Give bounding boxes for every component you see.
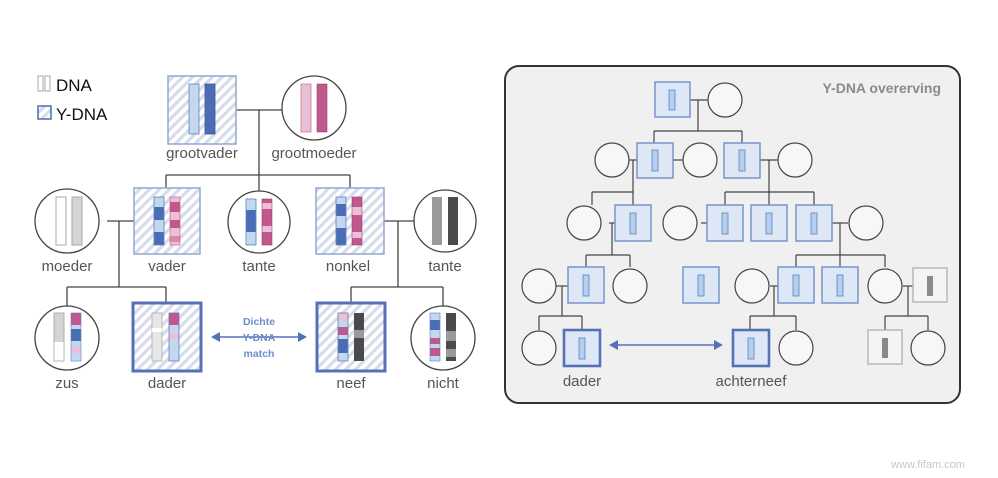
panel-gen4-female-c (910, 330, 946, 366)
sister-node (34, 305, 100, 371)
panel-root-female (707, 82, 743, 118)
panel-root-male (654, 81, 691, 118)
dna-legend-icon (37, 75, 51, 92)
panel-gen2-male-c (750, 204, 788, 242)
perpetrator-label: dader (148, 375, 186, 392)
cousin-male-node (315, 301, 387, 373)
panel-gen2-female-c (848, 205, 884, 241)
grandfather-label: grootvader (166, 145, 238, 162)
panel-perpetrator-node (562, 328, 602, 368)
panel-gen3-male-unrelated (912, 267, 948, 303)
panel-gen2-male-a (614, 204, 652, 242)
ydna-legend-label: Y-DNA (56, 105, 108, 124)
panel-title: Y-DNA overerving (822, 80, 941, 96)
panel-gen1-female-a (594, 142, 630, 178)
father-node (133, 187, 201, 255)
panel-great-nephew-label: achterneef (716, 373, 788, 390)
panel-gen3-female-c (734, 268, 770, 304)
panel-great-nephew-node (731, 328, 771, 368)
panel-gen4-male-unrelated (867, 329, 903, 365)
aunt-2-node (413, 189, 477, 253)
sister-label: zus (55, 375, 78, 392)
watermark: www.fifam.com (890, 459, 965, 471)
dna-legend-label: DNA (56, 76, 93, 95)
panel-gen1-male-b (723, 142, 761, 179)
aunt-1-node (227, 190, 291, 254)
cousin-female-node (410, 305, 476, 371)
panel-gen4-female-b (778, 330, 814, 366)
perpetrator-node (131, 301, 203, 373)
mother-label: moeder (42, 258, 93, 275)
panel-perpetrator-label: dader (563, 373, 601, 390)
left-tree-connectors (66, 109, 444, 306)
panel-gen2-male-b (706, 204, 744, 242)
grandmother-label: grootmoeder (271, 145, 356, 162)
panel-match-arrow (609, 340, 723, 350)
panel-gen1-female-b (682, 142, 718, 178)
cousin-female-label: nicht (427, 375, 460, 392)
panel-gen3-female-d (867, 268, 903, 304)
panel-gen3-male-d (821, 266, 859, 304)
uncle-node (315, 187, 385, 255)
panel-gen3-male-b (682, 266, 720, 304)
panel-gen3-female-b (612, 268, 648, 304)
panel-gen3-male-a (567, 266, 605, 304)
ydna-inheritance-panel: Y-DNA overerving (504, 65, 961, 404)
uncle-label: nonkel (326, 258, 370, 275)
ydna-legend-icon (37, 105, 52, 120)
aunt-2-label: tante (428, 258, 461, 275)
match-label-line-2: Y-DNA (243, 332, 276, 344)
ydna-match-arrow (211, 332, 307, 342)
panel-gen2-male-d (795, 204, 833, 242)
legend: DNA Y-DNA (37, 75, 108, 124)
panel-gen1-male-a (636, 142, 674, 179)
cousin-male-label: neef (336, 375, 366, 392)
panel-gen1-female-c (777, 142, 813, 178)
panel-gen4-female-a (521, 330, 557, 366)
grandfather-node (167, 75, 237, 145)
panel-gen2-female-a (566, 205, 602, 241)
father-label: vader (148, 258, 186, 275)
aunt-1-label: tante (242, 258, 275, 275)
panel-gen2-female-b (662, 205, 698, 241)
panel-gen3-male-c (777, 266, 815, 304)
grandmother-node (281, 75, 347, 141)
panel-gen3-female-a (521, 268, 557, 304)
match-label-line-3: match (244, 348, 275, 360)
mother-node (34, 188, 100, 254)
panel-connectors (538, 99, 929, 330)
match-label-line-1: Dichte (243, 316, 275, 328)
